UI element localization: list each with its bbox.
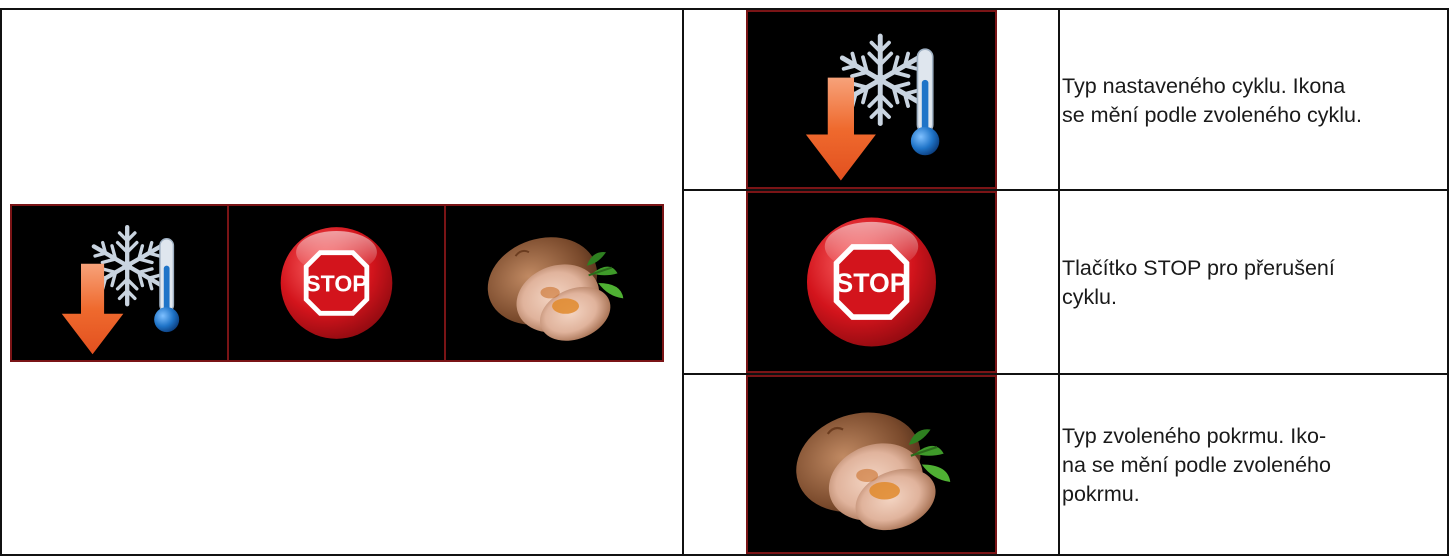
description-line: Typ nastaveného cyklu. Ikona bbox=[1062, 74, 1346, 98]
roast-meat-icon bbox=[748, 377, 995, 552]
column-divider-1 bbox=[682, 8, 684, 556]
description-line: cyklu. bbox=[1062, 285, 1117, 309]
table-border-top bbox=[0, 8, 1449, 10]
description-line: Typ zvoleného pokrmu. Iko- bbox=[1062, 424, 1327, 448]
roast-meat-icon bbox=[446, 206, 662, 360]
cycle-icon-tile bbox=[746, 10, 997, 189]
description-cycle: Typ nastaveného cyklu. Ikona se mění pod… bbox=[1062, 72, 1362, 130]
description-line: Tlačítko STOP pro přerušení bbox=[1062, 256, 1335, 280]
description-line: pokrmu. bbox=[1062, 482, 1140, 506]
description-food: Typ zvoleného pokrmu. Iko- na se mění po… bbox=[1062, 422, 1331, 509]
table-border-bottom bbox=[0, 554, 1449, 556]
blast-chill-cycle-icon bbox=[12, 206, 227, 360]
food-icon-tile bbox=[746, 375, 997, 554]
description-line: na se mění podle zvoleného bbox=[1062, 453, 1331, 477]
stop-icon-tile[interactable] bbox=[746, 191, 997, 373]
stop-icon-tile-left[interactable] bbox=[227, 204, 446, 362]
food-icon-tile-left bbox=[444, 204, 664, 362]
cycle-icon-tile-left bbox=[10, 204, 229, 362]
blast-chill-cycle-icon bbox=[748, 12, 995, 187]
column-divider-2 bbox=[1058, 8, 1060, 556]
table-border-right bbox=[1447, 8, 1449, 556]
description-line: se mění podle zvoleného cyklu. bbox=[1062, 103, 1362, 127]
table-border-left bbox=[0, 8, 2, 556]
row-divider-1 bbox=[684, 189, 1449, 191]
stop-icon[interactable] bbox=[748, 193, 995, 371]
stop-icon[interactable] bbox=[229, 206, 444, 360]
row-divider-2 bbox=[684, 373, 1449, 375]
description-stop: Tlačítko STOP pro přerušení cyklu. bbox=[1062, 254, 1335, 312]
